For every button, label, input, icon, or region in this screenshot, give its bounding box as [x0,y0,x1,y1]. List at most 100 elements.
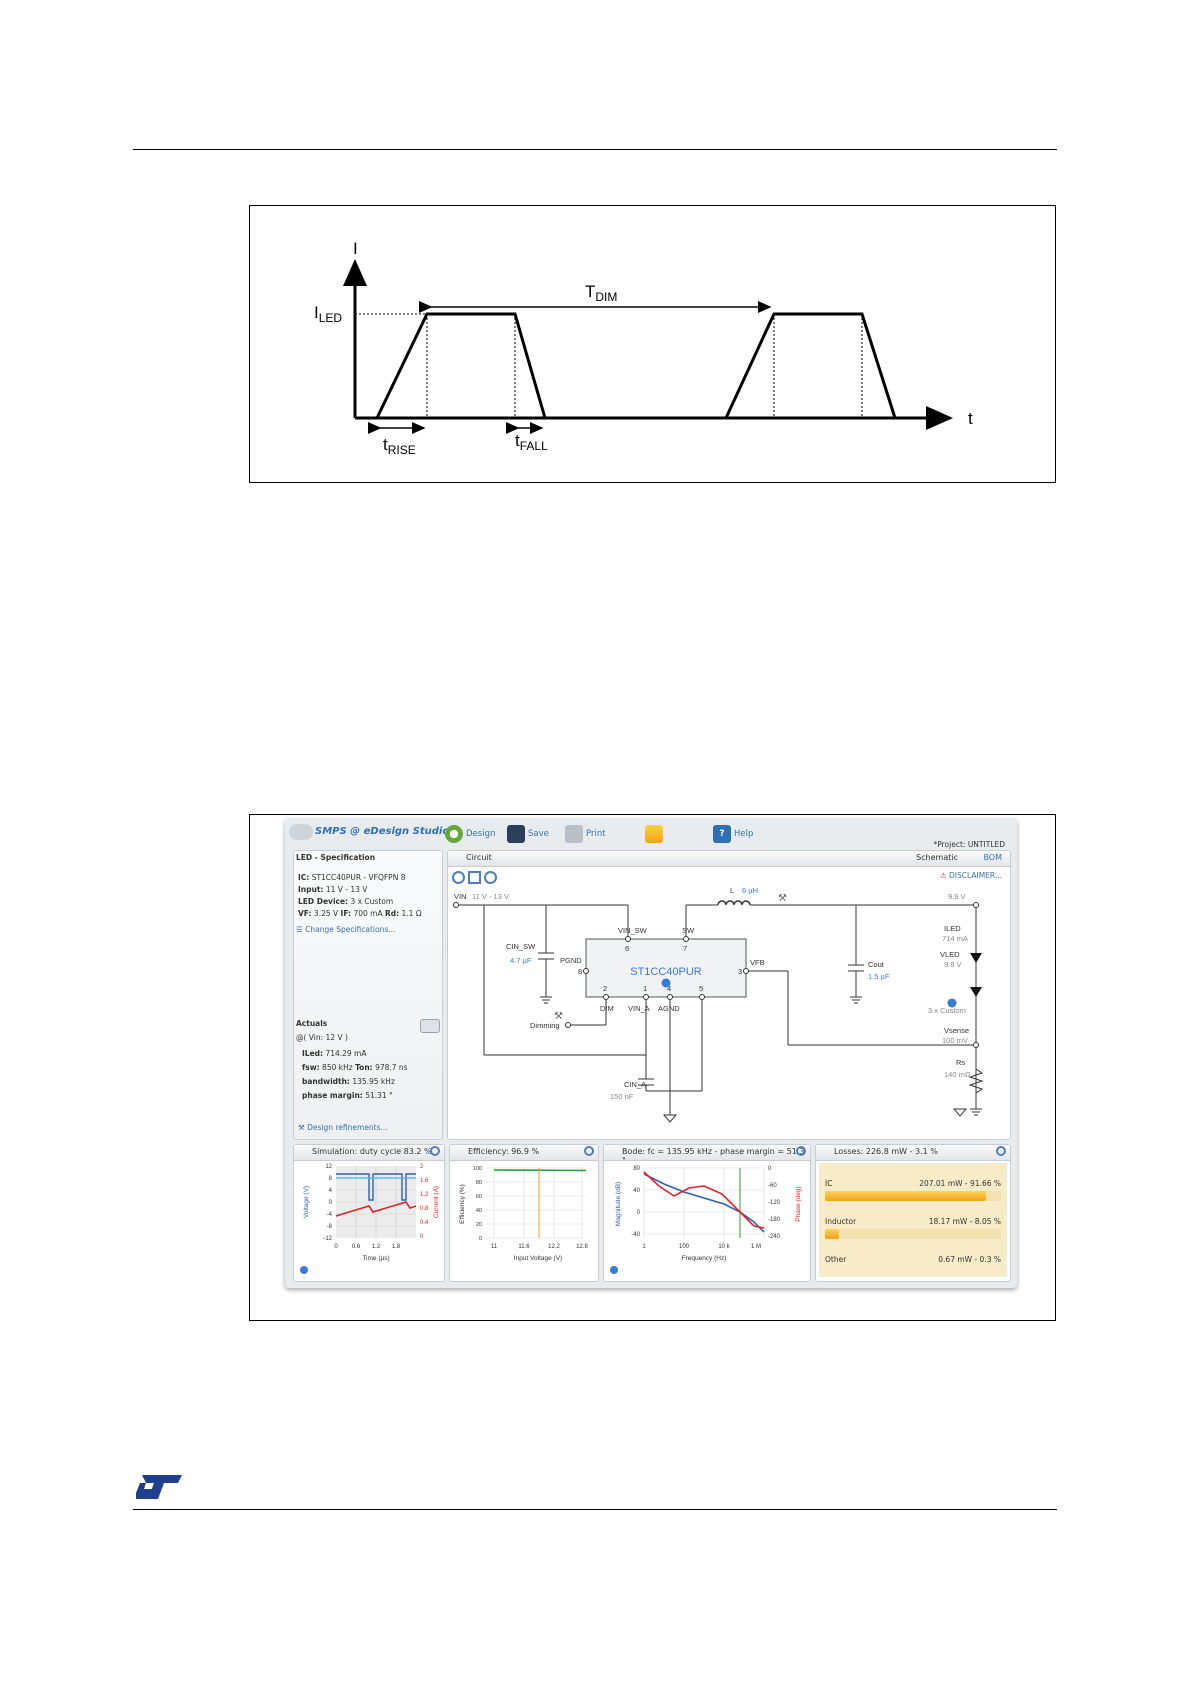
svg-text:2: 2 [420,1164,424,1170]
svg-text:-40: -40 [631,1232,640,1238]
help-button[interactable]: ? Help [713,824,753,844]
design-refinements-link[interactable]: ⚒ Design refinements... [298,1123,388,1132]
warning-button[interactable] [645,824,663,844]
sim-current-trace [335,1201,417,1217]
sim-voltage-trace [336,1173,416,1201]
eff-ylabel: Efficiency (%) [459,1184,466,1224]
efficiency-header: Efficiency: 96.9 % [450,1145,598,1161]
bom-tab[interactable]: BOM [983,853,1002,862]
svg-text:-8: -8 [327,1224,333,1230]
svg-text:1.8: 1.8 [392,1244,401,1250]
fit-icon[interactable] [468,871,481,884]
simulation-zoom-icon[interactable] [430,1146,440,1156]
print-button[interactable]: Print [565,824,606,844]
actuals-condition: @( Vin: 12 V ) [296,1033,348,1042]
losses-title: Losses: 226.8 mW - 3.1 % [834,1147,938,1156]
save-button[interactable]: Save [507,824,549,844]
zoom-in-icon[interactable] [452,871,465,884]
gear-icon [445,825,463,843]
svg-text:-12: -12 [323,1236,332,1242]
timing-diagram: I t ILED TDIM tRISE tFALL [314,239,973,457]
agnd-ground-icon [662,1114,678,1123]
compare-icon[interactable] [420,1019,440,1033]
losses-header: Losses: 226.8 mW - 3.1 % [816,1145,1010,1161]
pin-8: 8 [578,967,582,976]
loss-inductor-bar [825,1229,840,1239]
sim-ylabel-left: Voltage (V) [303,1186,310,1218]
rs-label: Rs [956,1058,965,1067]
pin-6: 6 [625,944,629,953]
actuals-title: Actuals [296,1019,328,1028]
pulse-1 [375,312,547,419]
cout-label: Cout [868,960,885,969]
print-label: Print [586,829,606,839]
inductor-label: L [730,886,734,895]
loss-other-name: Other [825,1255,847,1264]
inductor-value: 6 µH [742,886,758,895]
bode-magnitude-trace [643,1173,765,1233]
x-axis-label: t [968,409,973,428]
floppy-icon [507,825,525,843]
led-info-icon[interactable] [947,998,957,1008]
svg-text:0.6: 0.6 [352,1244,361,1250]
simulation-header: Simulation: duty cycle 83.2 % [294,1145,444,1161]
vsense-label: Vsense [944,1026,969,1035]
sim-ylabel-right: Current (A) [433,1186,440,1218]
pin-4: 4 [667,984,671,993]
bode-info-icon[interactable] [610,1266,618,1274]
change-specifications-link[interactable]: ☰ Change Specifications... [296,925,396,934]
cin-sw-label: CIN_SW [506,942,536,951]
circuit-schematic: ST1CC40PUR VIN 11 V - 13 V [453,886,984,1123]
svg-text:1 M: 1 M [751,1244,761,1250]
losses-zoom-icon[interactable] [996,1146,1006,1156]
edesign-app-window: SMPS @ eDesign Studio Design Save Print … [285,818,1017,1288]
svg-text:8: 8 [329,1176,333,1182]
spec-led-params: VF: 3.25 V IF: 700 mA Rd: 1.1 Ω [298,909,422,918]
design-button[interactable]: Design [445,824,495,844]
loss-ic-track [825,1191,1001,1201]
spec-input: Input: 11 V - 13 V [298,885,368,894]
svg-text:0: 0 [637,1210,641,1216]
header-rule [133,149,1057,150]
svg-text:-120: -120 [768,1200,781,1206]
loss-ic-value: 207.01 mW - 91.66 % [919,1179,1001,1188]
spec-ic: IC: ST1CC40PUR - VFQFPN 8 [298,873,406,882]
svg-text:100: 100 [473,1166,482,1172]
dimming-wrench-icon[interactable]: ⚒ [554,1011,563,1022]
cin-a-label: CIN_A [624,1080,646,1089]
design-label: Design [466,829,496,839]
rs-value: 140 mΩ [944,1070,971,1079]
zoom-out-icon[interactable] [484,871,497,884]
disclaimer-link[interactable]: ⚠ DISCLAIMER... [939,871,1002,880]
schematic-tab[interactable]: Schematic [916,853,958,862]
vled-label: VLED [940,950,960,959]
bode-ylabel-left: Magnitude (dB) [615,1182,622,1226]
svg-text:11.6: 11.6 [518,1244,530,1250]
svg-text:100: 100 [679,1244,690,1250]
vout-value: 9.9 V [948,892,966,901]
y-axis-label: I [353,239,358,258]
inductor-symbol [717,900,751,906]
sim-info-icon[interactable] [300,1266,308,1274]
chip-info-icon[interactable] [661,978,671,988]
efficiency-zoom-icon[interactable] [584,1146,594,1156]
actual-phase-margin: phase margin: 51.31 ° [302,1091,393,1100]
pin-dim: DIM [600,1004,614,1013]
losses-panel: Losses: 226.8 mW - 3.1 % IC 207.01 mW - … [815,1144,1011,1282]
bode-zoom-icon[interactable] [796,1146,806,1156]
iled-circuit-value: 714 mA [942,934,968,943]
warning-icon [645,825,663,843]
pin-agnd: AGND [658,1004,680,1013]
wrench-icon[interactable]: ⚒ [778,893,787,904]
svg-text:12: 12 [325,1164,332,1170]
vled-value: 9.8 V [944,960,962,969]
svg-text:60: 60 [476,1194,482,1200]
svg-text:-4: -4 [327,1212,333,1218]
app-toolbar: SMPS @ eDesign Studio Design Save Print … [285,818,1017,849]
menu-icon[interactable] [289,824,313,840]
